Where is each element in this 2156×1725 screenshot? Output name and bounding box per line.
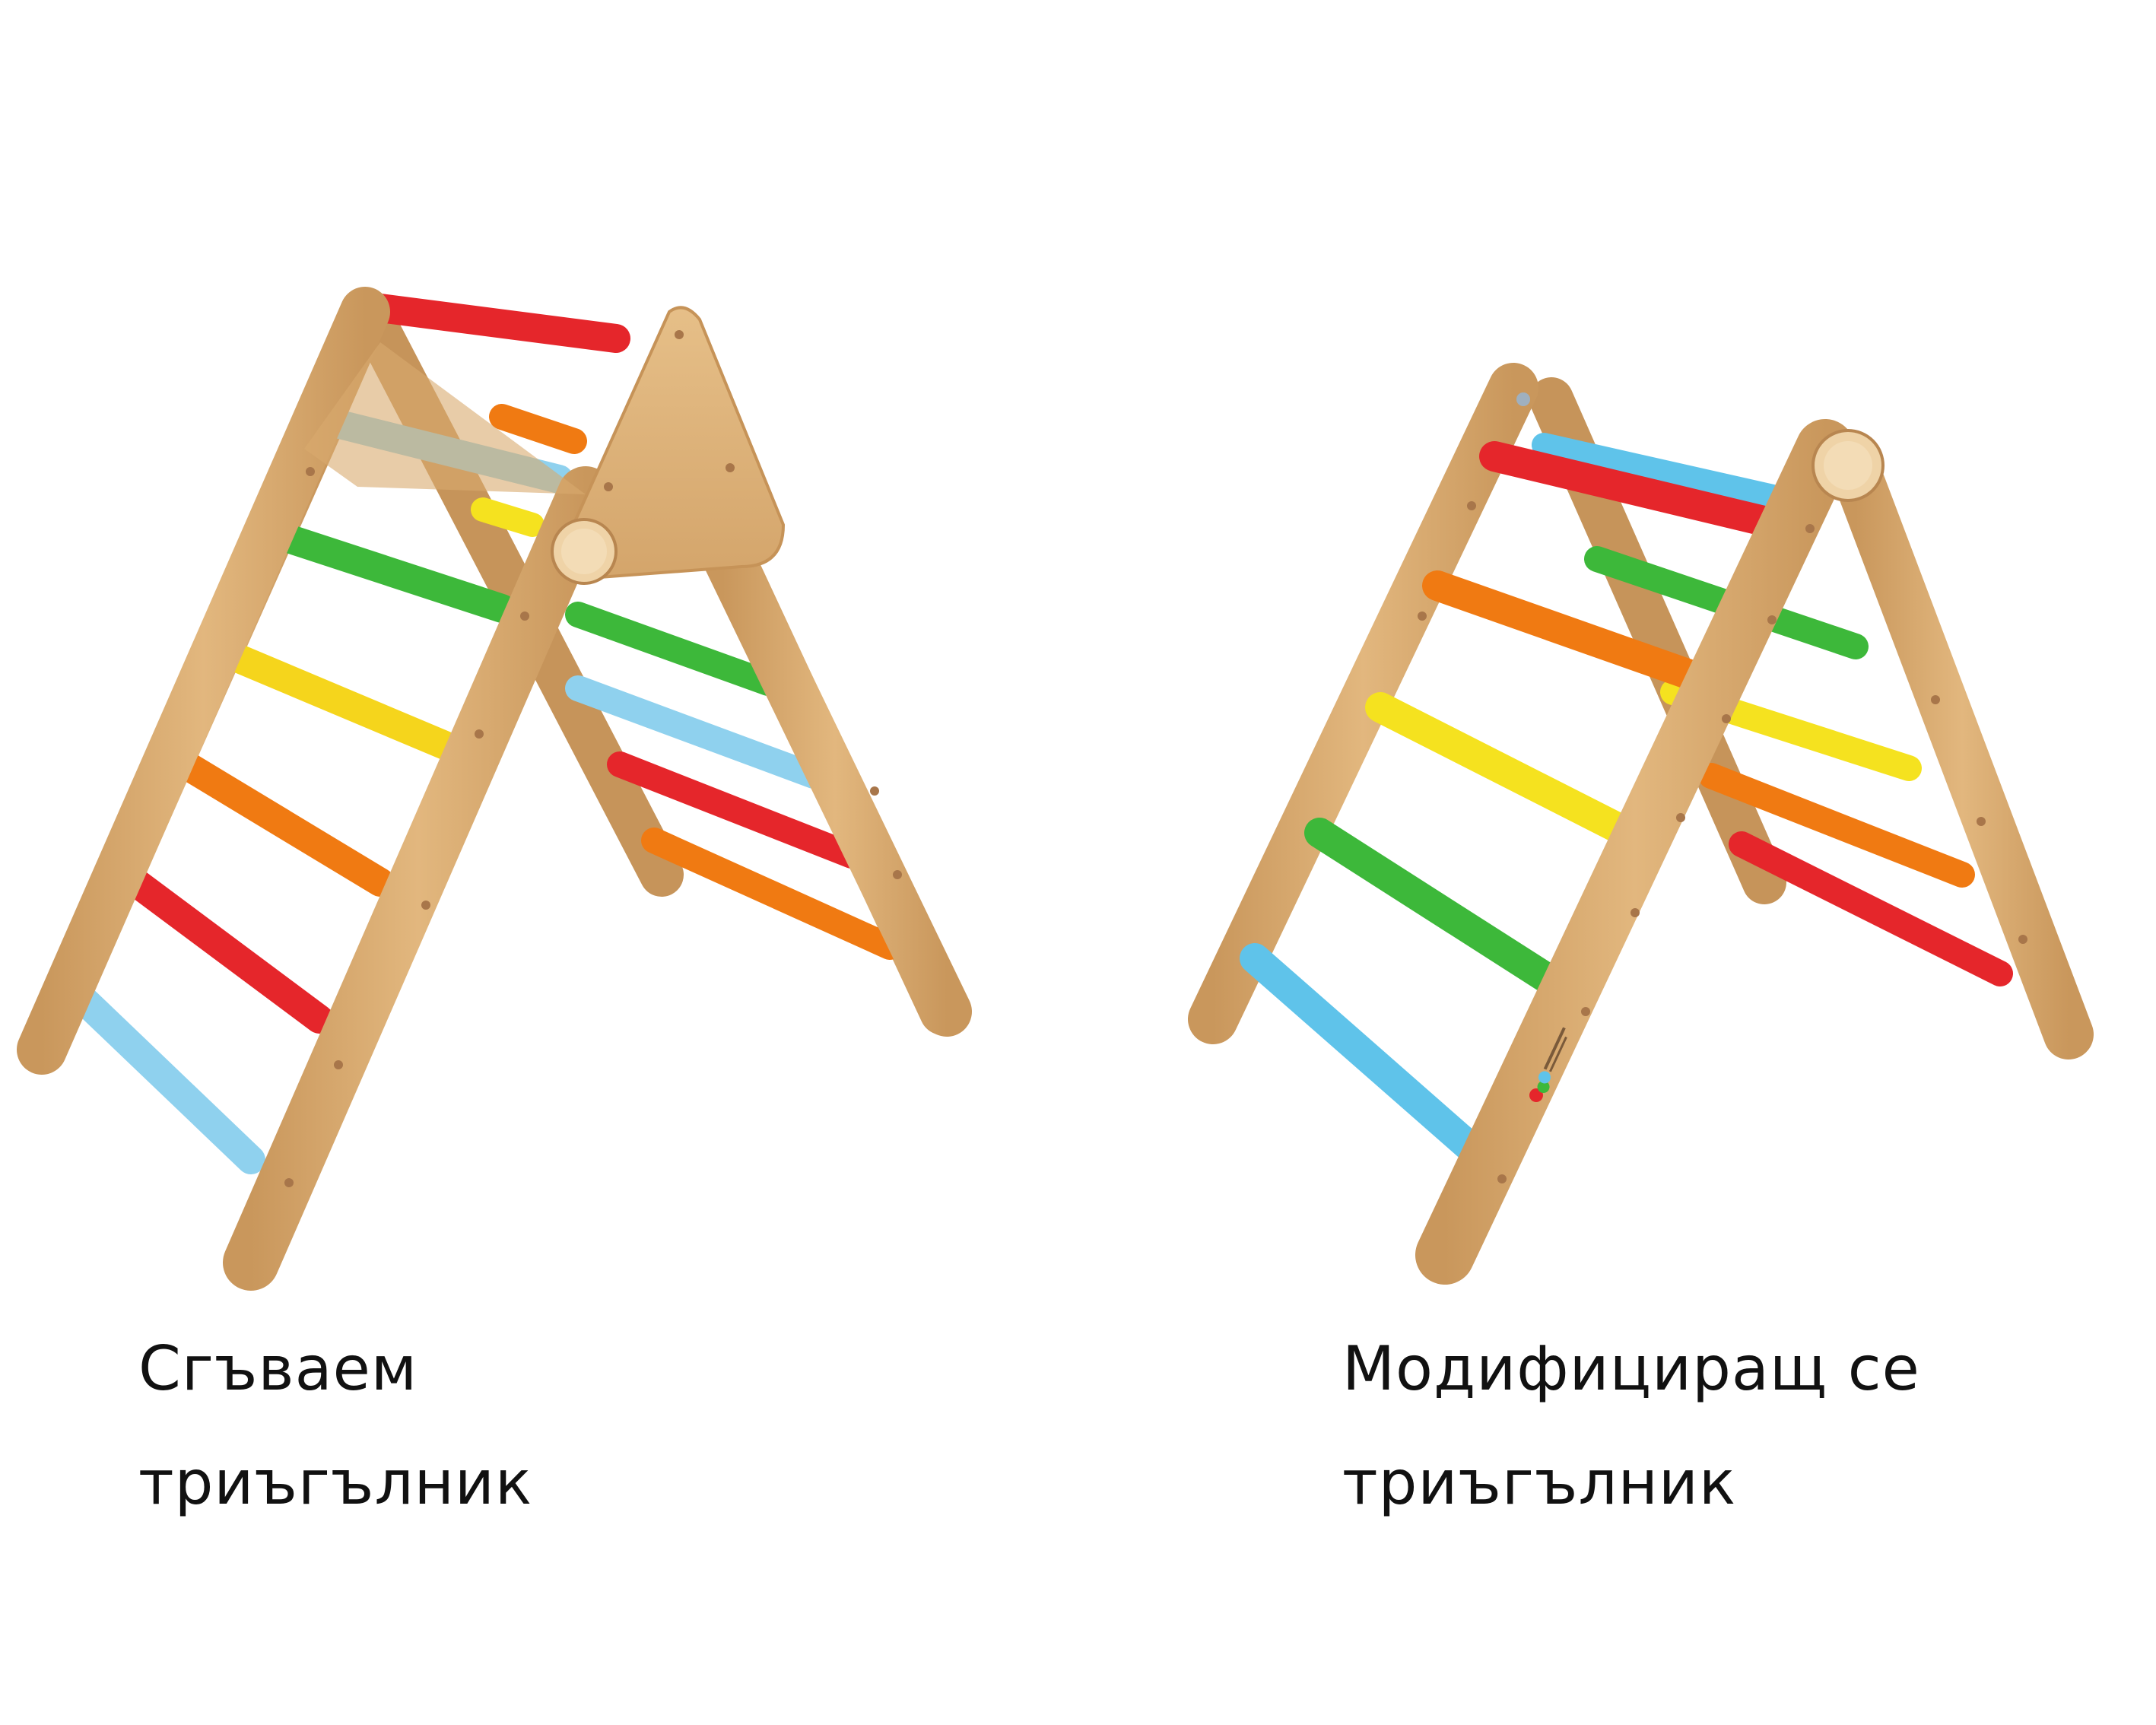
rung bbox=[1479, 441, 1795, 540]
rung bbox=[62, 978, 265, 1174]
leg bbox=[697, 523, 972, 1037]
rung bbox=[1422, 570, 1711, 692]
rung bbox=[1729, 831, 2013, 986]
modifying-triangle-caption: Модифициращ се триъгълник bbox=[1342, 1312, 1920, 1540]
rung bbox=[267, 522, 516, 623]
foldable-triangle bbox=[17, 287, 972, 1291]
rung bbox=[1304, 818, 1567, 996]
rung bbox=[164, 746, 395, 897]
caption-line: триъгълник bbox=[1342, 1447, 1737, 1518]
rung bbox=[1698, 763, 1975, 888]
caption-line: триъгълник bbox=[138, 1447, 533, 1518]
rung bbox=[1365, 692, 1635, 844]
rung bbox=[471, 497, 545, 537]
leg bbox=[17, 287, 390, 1075]
rung bbox=[214, 640, 459, 760]
leg bbox=[223, 466, 614, 1291]
leg bbox=[1415, 419, 1855, 1285]
rung bbox=[1240, 943, 1487, 1164]
leg bbox=[1831, 446, 2094, 1059]
caption-line: Модифициращ се bbox=[1342, 1333, 1920, 1404]
brand-logo bbox=[1529, 1027, 1567, 1102]
rung bbox=[111, 860, 334, 1034]
rung bbox=[607, 751, 865, 869]
rung bbox=[641, 828, 903, 960]
caption-line: Сгъваем bbox=[138, 1333, 418, 1404]
leg bbox=[1188, 363, 1538, 1044]
rung bbox=[565, 602, 781, 696]
rung bbox=[1532, 433, 1792, 510]
foldable-triangle-caption: Сгъваем триъгълник bbox=[138, 1312, 532, 1540]
modifying-triangle bbox=[1188, 363, 2094, 1285]
rung bbox=[489, 404, 587, 454]
rung bbox=[366, 294, 630, 353]
rung bbox=[565, 675, 827, 789]
